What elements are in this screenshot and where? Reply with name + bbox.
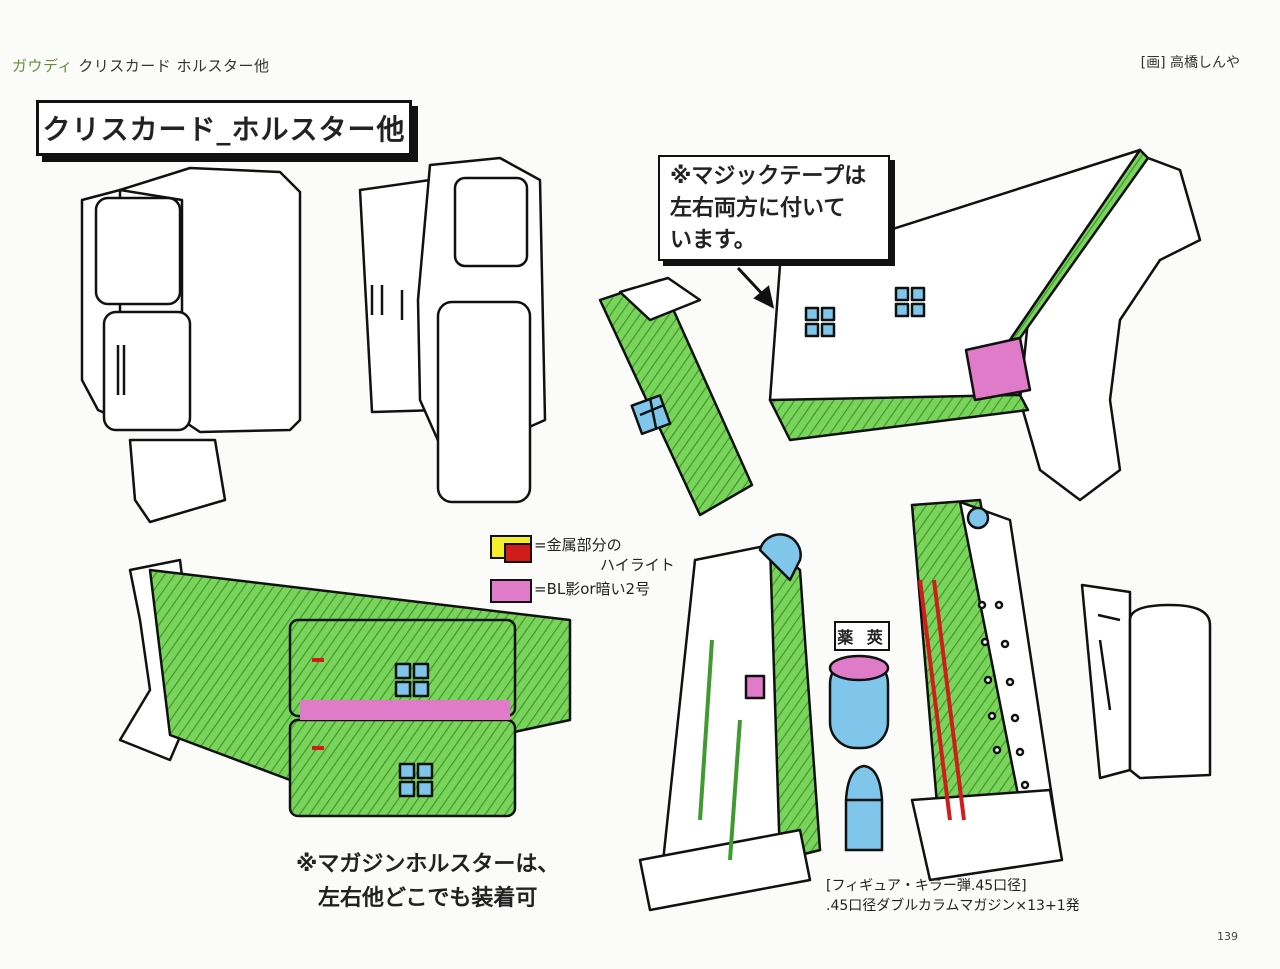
page-header-left: ガウディ クリスカード ホルスター他 [12, 55, 270, 76]
magazine-standing [910, 498, 1064, 882]
holster-side-view [358, 156, 547, 504]
cartridge-casing [828, 654, 890, 750]
velcro-note: ※マジックテープは 左右両方に付いて います。 [658, 155, 890, 261]
legend-metal-label-2: ハイライト [600, 556, 675, 574]
header-accent-text: ガウディ [12, 57, 73, 75]
legend-shadow-label: =BL影or暗い2号 [534, 580, 651, 598]
magazine-holster-single [598, 276, 754, 517]
magazine-pouch-side [1080, 583, 1212, 780]
legend-row-metal: =金属部分の ハイライト [490, 535, 675, 575]
bullet-round [844, 764, 884, 852]
gun-with-velcro-panels [768, 148, 1202, 502]
ammo-caption: [フィギュア・キラー弾.45口径] .45口径ダブルカラムマガジン×13+1発 [826, 878, 1080, 914]
header-title-text: クリスカード ホルスター他 [72, 57, 270, 75]
magazine-holster-note: ※マガジンホルスターは、 左右他どこでも装着可 [296, 852, 560, 911]
holster-front-view [80, 166, 302, 524]
page-number: 139 [1217, 930, 1238, 943]
page-title: クリスカード_ホルスター他 [36, 100, 412, 156]
artist-credit: [画] 高橋しんや [1140, 55, 1240, 71]
gun-with-magazine-holsters [118, 558, 572, 818]
magazine-angled [638, 533, 822, 912]
color-legend: =金属部分の ハイライト =BL影or暗い2号 [490, 535, 675, 607]
casing-label: 薬 莢 [834, 621, 890, 651]
shadow-swatch [490, 579, 532, 603]
velcro-note-arrow [736, 266, 775, 309]
legend-metal-label: =金属部分の [534, 536, 622, 554]
legend-row-shadow: =BL影or暗い2号 [490, 579, 675, 603]
metal-highlight-swatch [490, 535, 532, 563]
